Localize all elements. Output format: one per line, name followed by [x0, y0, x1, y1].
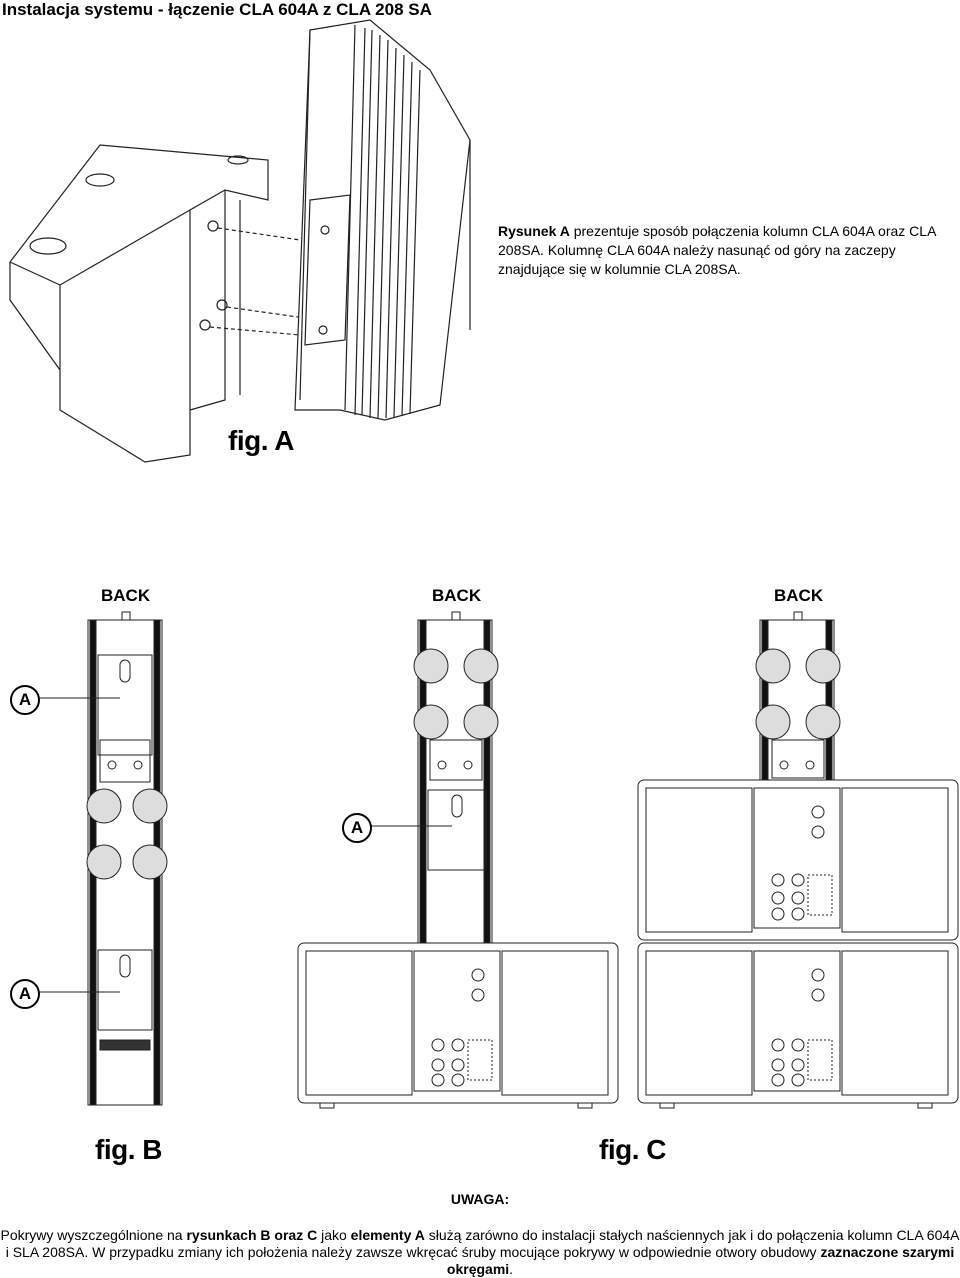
figure-b-marker-a-top: A	[10, 685, 40, 715]
note-text-4: .	[509, 1261, 514, 1277]
figure-b-marker-a-bottom: A	[10, 979, 40, 1009]
figure-bc-drawing	[40, 611, 959, 1109]
figure-a-caption-bold: Rysunek A	[498, 223, 570, 239]
figure-b-back-label: BACK	[101, 586, 151, 605]
figure-a-caption: Rysunek A prezentuje sposób połączenia k…	[498, 222, 960, 279]
figure-c-back-label: BACK	[774, 586, 824, 605]
note-text-3: służą zarówno do instalacji stałych naśc…	[5, 1227, 960, 1260]
figure-a-caption-text: prezentuje sposób połączenia kolumn CLA …	[498, 223, 936, 277]
note-bold-3: zaznaczone szarymi okręgami	[446, 1244, 955, 1277]
figure-b2-back-label: BACK	[432, 586, 482, 605]
note-text-1: Pokrywy wyszczególnione na	[0, 1227, 187, 1243]
figure-a-drawing	[9, 19, 471, 463]
note-bold-2: elementy A	[350, 1227, 425, 1243]
page-title: Instalacja systemu - łączenie CLA 604A z…	[2, 0, 432, 19]
note-bold-1: rysunkach B oraz C	[186, 1227, 318, 1243]
figure-b2-marker-a: A	[342, 813, 372, 843]
note-text-2: jako	[317, 1227, 351, 1243]
figure-a-label: fig. A	[228, 425, 294, 456]
figure-b-label: fig. B	[95, 1134, 163, 1165]
note-title: UWAGA:	[450, 1191, 510, 1207]
note-body: Pokrywy wyszczególnione na rysunkach B o…	[0, 1227, 960, 1278]
figure-c-label: fig. C	[599, 1134, 667, 1165]
